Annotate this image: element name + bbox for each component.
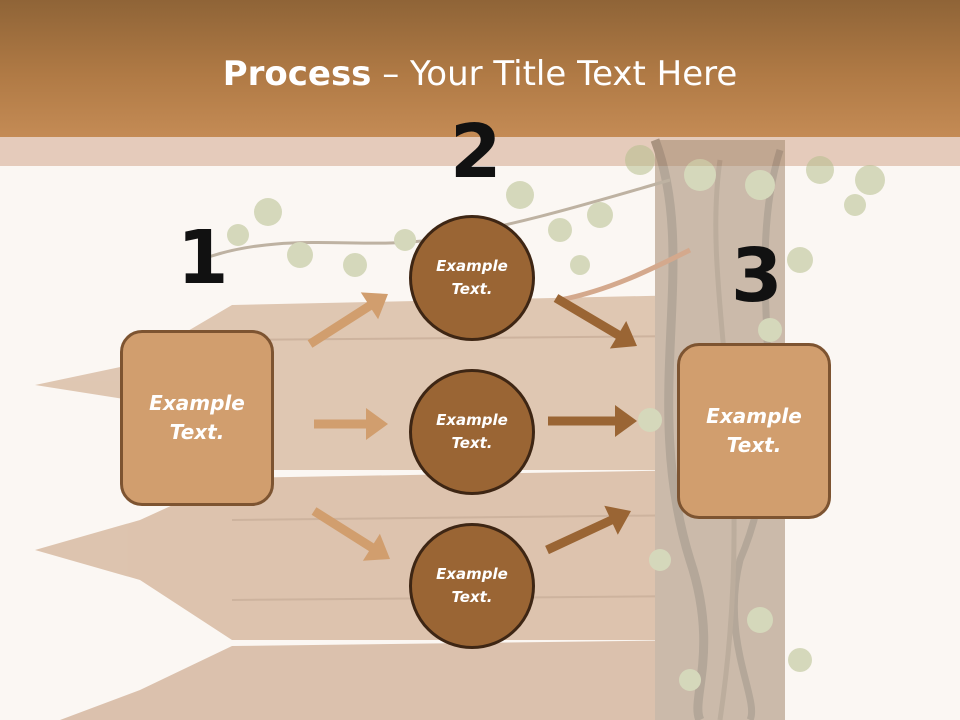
arrow-circle-top-to-box3 bbox=[553, 294, 637, 349]
arrow-circle-bottom-to-box3 bbox=[545, 505, 631, 555]
arrow-circle-middle-to-box3 bbox=[548, 405, 637, 437]
step-2-circle-bottom: Example Text. bbox=[409, 523, 535, 649]
step-3-box: Example Text. bbox=[677, 343, 831, 519]
step-number-3: 3 bbox=[731, 233, 783, 319]
title-bar-band bbox=[0, 137, 960, 166]
step-number-2: 2 bbox=[450, 109, 502, 195]
title-bar bbox=[0, 0, 960, 137]
slide-title: Process – Your Title Text Here bbox=[0, 52, 960, 96]
title-bold: Process bbox=[222, 54, 372, 94]
step-1-box: Example Text. bbox=[120, 330, 274, 506]
step-2-circle-middle: Example Text. bbox=[409, 369, 535, 495]
step-number-1: 1 bbox=[177, 215, 229, 301]
title-rest: – Your Title Text Here bbox=[371, 54, 738, 94]
arrow-box1-to-circle-bottom bbox=[311, 507, 390, 561]
step-2-circle-top: Example Text. bbox=[409, 215, 535, 341]
arrow-box1-to-circle-middle bbox=[314, 408, 388, 440]
arrow-box1-to-circle-top bbox=[307, 292, 388, 348]
